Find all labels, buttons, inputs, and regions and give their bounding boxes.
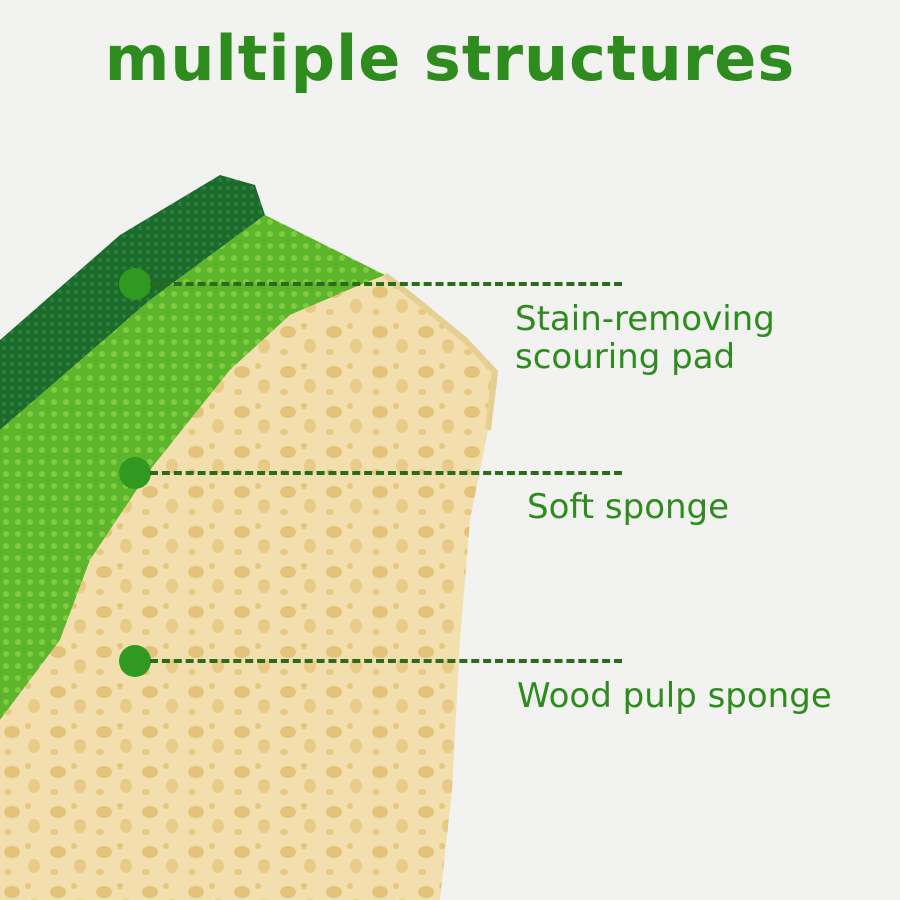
label-wood-pulp: Wood pulp sponge <box>517 676 832 716</box>
callout-line-2 <box>150 471 622 475</box>
layer-marker-2 <box>119 457 151 489</box>
wood-pulp-layer <box>0 275 495 900</box>
label-scouring-pad-line1: Stain-removing <box>515 299 775 339</box>
callout-line-3 <box>150 659 622 663</box>
layer-marker-3 <box>119 645 151 677</box>
layer-marker-1 <box>119 268 151 300</box>
page-title: multiple structures <box>104 22 796 95</box>
label-scouring-pad: Stain-removing scouring pad <box>515 300 775 376</box>
callout-line-1 <box>150 282 622 286</box>
soft-sponge-layer <box>0 215 385 720</box>
scouring-pad-layer <box>0 175 265 430</box>
label-soft-sponge: Soft sponge <box>527 487 730 527</box>
label-scouring-pad-line2: scouring pad <box>515 337 736 377</box>
